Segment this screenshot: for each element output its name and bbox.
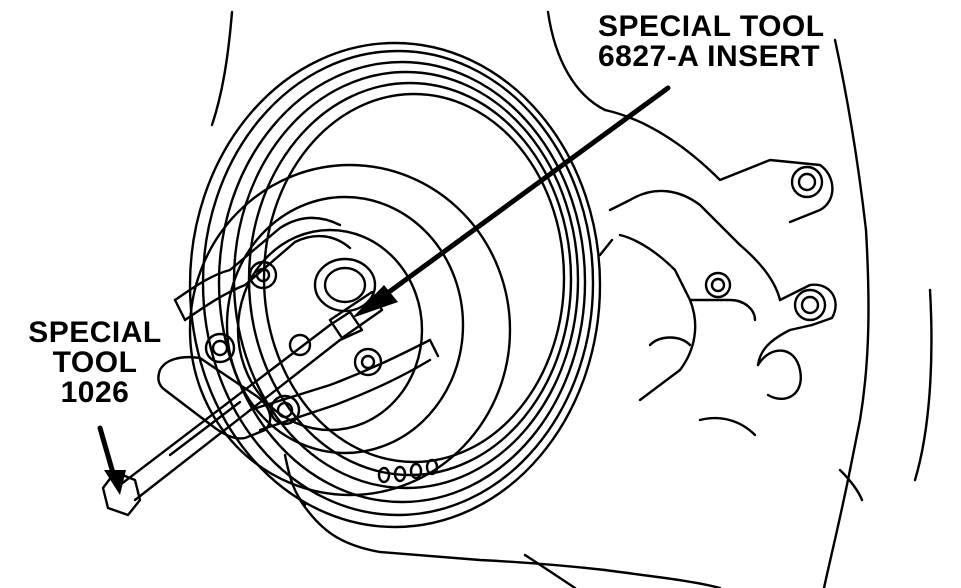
arrowheads [104, 285, 398, 495]
label-special-tool-6827a-insert: SPECIAL TOOL 6827-A INSERT [598, 12, 825, 72]
engine-block [210, 10, 933, 588]
label-line: SPECIAL TOOL [598, 10, 825, 43]
label-special-tool-1026: SPECIAL TOOL 1026 [20, 318, 170, 408]
label-line: TOOL [52, 346, 138, 379]
puller-tool [101, 216, 440, 517]
callout-arrows [97, 85, 671, 483]
label-line: SPECIAL [28, 316, 162, 349]
label-line: 6827-A INSERT [598, 40, 821, 73]
label-line: 1026 [60, 376, 130, 409]
